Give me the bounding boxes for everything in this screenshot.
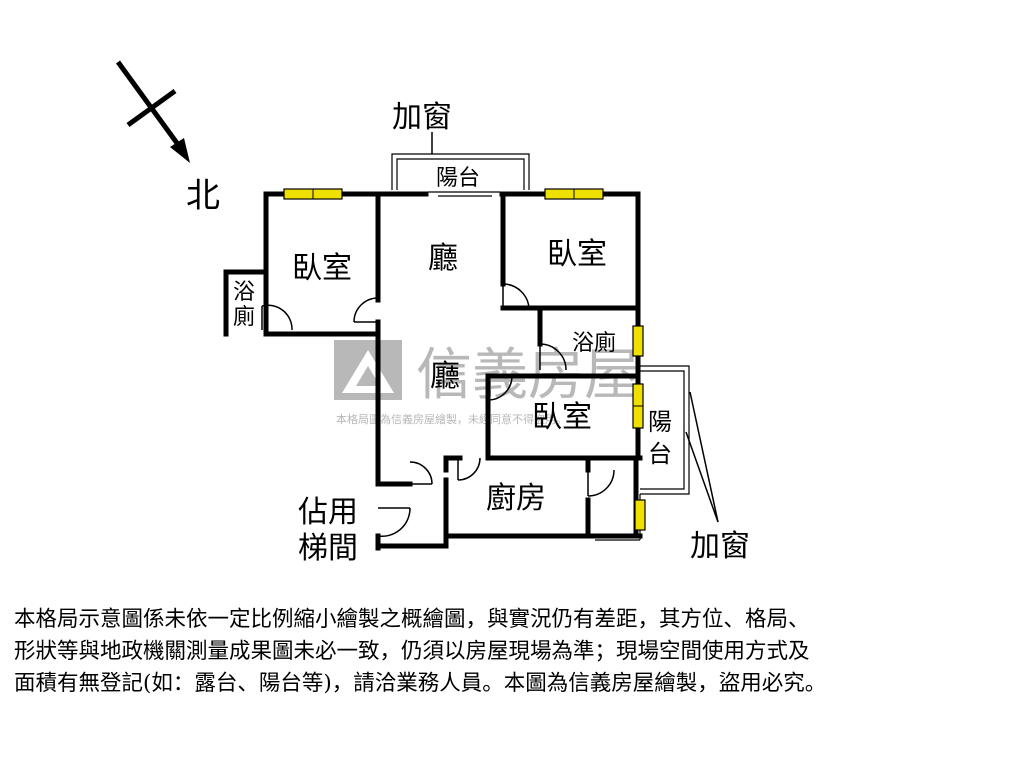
door	[409, 461, 433, 485]
room-label-balcony-east-top: 陽	[648, 408, 672, 436]
room-label-bedroom-west: 臥室	[292, 251, 352, 286]
room-label-living-lower: 廳	[430, 359, 460, 394]
room-label-bath-west-top: 浴	[233, 280, 255, 305]
door	[502, 283, 530, 311]
leader-lines	[431, 132, 719, 523]
disclaimer: 本格局示意圖係未依一定比例縮小繪製之概繪圖，與實況仍有差距，其方位、格局、 形狀…	[14, 604, 1014, 700]
disclaimer-line-3: 面積有無登記(如：露台、陽台等)，請洽業務人員。本圖為信義房屋繪製，盜用必究。	[14, 671, 827, 696]
room-label-kitchen: 廚房	[486, 481, 546, 516]
door	[539, 343, 567, 371]
door	[487, 375, 513, 401]
north-label: 北	[186, 176, 220, 216]
room-label-balcony-east-bottom: 台	[648, 440, 672, 468]
door	[457, 457, 481, 481]
room-label-stair-bottom: 梯間	[298, 531, 358, 566]
note-add-window-top: 加窗	[392, 100, 452, 135]
room-label-living-upper: 廳	[428, 241, 458, 276]
room-label-balcony-top: 陽台	[436, 166, 480, 191]
disclaimer-line-2: 形狀等與地政機關測量成果圖未必一致，仍須以房屋現場為準；現場空間使用方式及	[14, 639, 810, 664]
window	[634, 499, 646, 531]
door	[353, 297, 379, 323]
disclaimer-line-1: 本格局示意圖係未依一定比例縮小繪製之概繪圖，與實況仍有差距，其方位、格局、	[14, 607, 810, 632]
window	[632, 325, 644, 357]
room-label-bath-center: 浴廁	[572, 331, 616, 356]
room-label-bedroom-east: 臥室	[547, 237, 607, 272]
windows	[283, 188, 646, 531]
watermark-caption: 本格局圖為信義房屋繪製，未經同意不得盜用。	[336, 412, 567, 426]
doors	[261, 283, 615, 538]
room-label-bedroom-center: 臥室	[532, 400, 592, 435]
floor-plan: 北 信義房屋 本格局圖為信義房屋繪製，未經同意不得盜用。	[115, 60, 750, 566]
door	[377, 507, 411, 538]
room-label-stair-top: 佔用	[298, 495, 358, 530]
north-arrow	[115, 60, 190, 163]
door	[261, 304, 293, 331]
door	[587, 469, 615, 497]
note-add-window-bottom: 加窗	[690, 529, 750, 564]
room-label-bath-west-bottom: 廁	[233, 305, 255, 330]
